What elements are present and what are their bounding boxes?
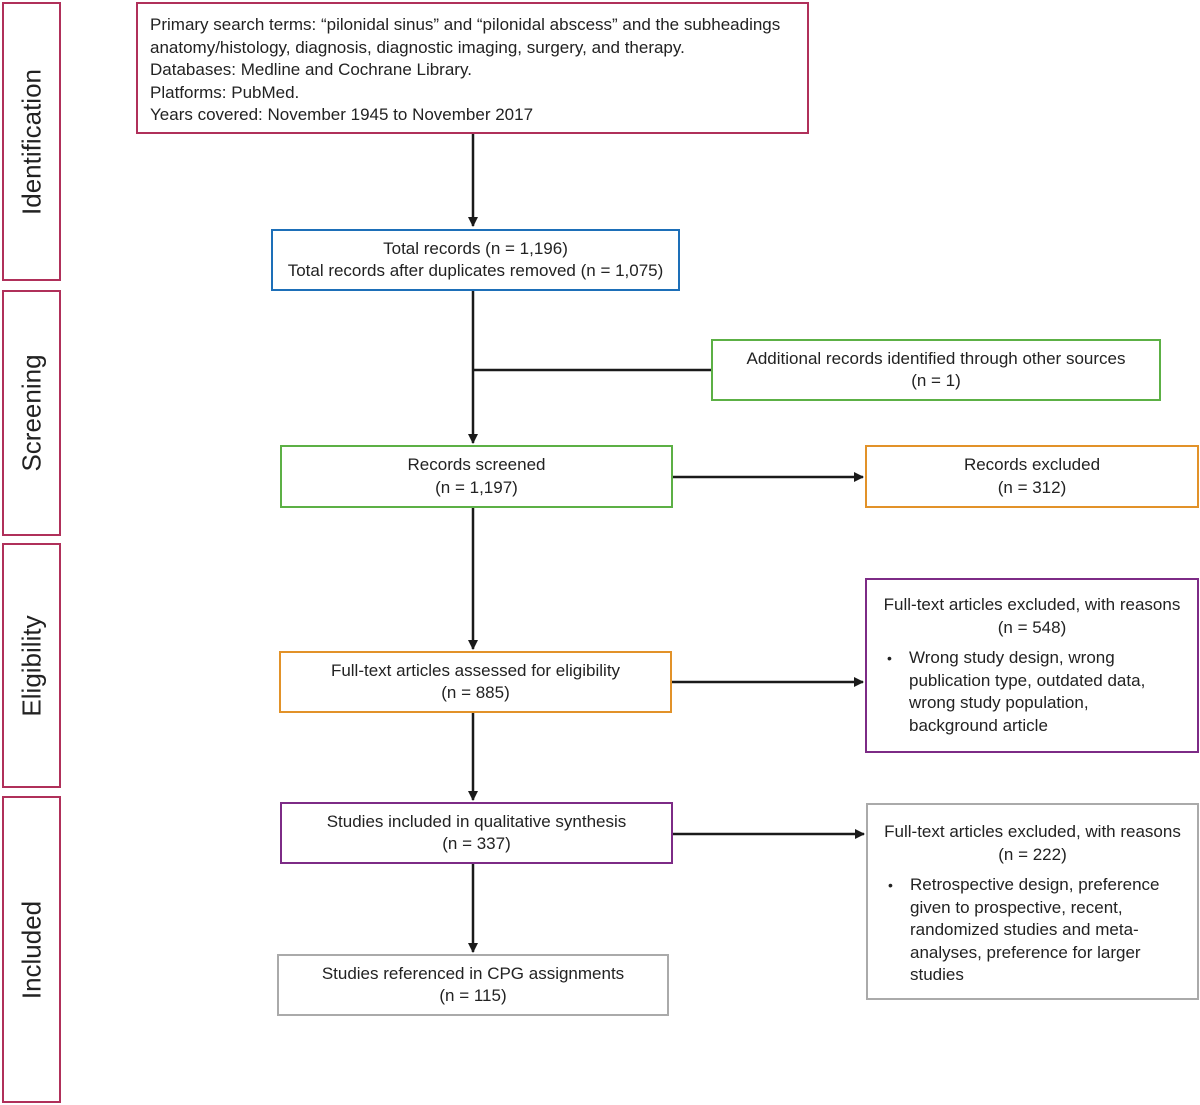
reason-line: randomized studies and meta- [910, 920, 1139, 939]
fulltext-excluded-222-reasons: • Retrospective design, preference given… [878, 874, 1187, 987]
reason-line: given to prospective, recent, [910, 897, 1123, 917]
fulltext-excluded-548-count: (n = 548) [997, 617, 1067, 637]
search-databases-line: Databases: Medline and Cochrane Library. [150, 60, 472, 79]
additional-records-count: (n = 1) [911, 371, 961, 390]
records-screened-count: (n = 1,197) [435, 477, 518, 497]
records-excluded-count: (n = 312) [997, 477, 1067, 497]
records-screened-title: Records screened [407, 455, 546, 474]
fulltext-excluded-222-box: Full-text articles excluded, with reason… [866, 803, 1199, 1000]
reason-line: wrong study population, [909, 693, 1089, 712]
search-years-line: Years covered: November 1945 to November… [150, 105, 534, 124]
fulltext-excluded-548-title: Full-text articles excluded, with reason… [883, 595, 1181, 614]
stage-screening: Screening [2, 290, 61, 536]
cpg-referenced-box: Studies referenced in CPG assignments (n… [277, 954, 669, 1016]
qualitative-synthesis-box: Studies included in qualitative synthesi… [280, 802, 673, 864]
records-excluded-box: Records excluded (n = 312) [865, 445, 1199, 508]
records-screened-box: Records screened (n = 1,197) [280, 445, 673, 508]
bullet-icon: • [888, 877, 893, 893]
reason-line: Wrong study design, wrong [909, 648, 1115, 667]
search-subheadings-line: anatomy/histology, diagnosis, diagnostic… [150, 37, 685, 57]
fulltext-assessed-box: Full-text articles assessed for eligibil… [279, 651, 672, 713]
qualitative-synthesis-title: Studies included in qualitative synthesi… [326, 811, 627, 831]
reason-line: studies [910, 965, 964, 984]
bullet-icon: • [887, 650, 892, 666]
fulltext-excluded-222-title: Full-text articles excluded, with reason… [884, 822, 1181, 841]
cpg-referenced-count: (n = 115) [439, 986, 507, 1005]
fulltext-assessed-title: Full-text articles assessed for eligibil… [330, 660, 621, 680]
additional-records-title: Additional records identified through ot… [746, 348, 1126, 368]
search-platforms-line: Platforms: PubMed. [150, 82, 300, 102]
additional-records-box: Additional records identified through ot… [711, 339, 1161, 401]
stage-included: Included [2, 796, 61, 1103]
cpg-referenced-title: Studies referenced in CPG assignments [321, 963, 625, 983]
fulltext-assessed-count: (n = 885) [441, 683, 510, 702]
reason-line: background article [909, 715, 1048, 735]
stage-eligibility: Eligibility [2, 543, 61, 788]
reason-line: analyses, preference for larger [910, 942, 1141, 962]
fulltext-excluded-548-box: Full-text articles excluded, with reason… [865, 578, 1199, 753]
total-after-duplicates-line: Total records after duplicates removed (… [287, 261, 664, 280]
stage-identification: Identification [2, 2, 61, 281]
search-terms-line: Primary search terms: “pilonidal sinus” … [150, 15, 781, 34]
total-records-box: Total records (n = 1,196) Total records … [271, 229, 680, 291]
fulltext-excluded-222-count: (n = 222) [998, 844, 1067, 864]
records-excluded-title: Records excluded [963, 455, 1101, 474]
qualitative-synthesis-count: (n = 337) [442, 834, 511, 853]
reason-line: Retrospective design, preference [910, 875, 1160, 894]
reason-line: publication type, outdated data, [909, 670, 1146, 690]
search-strategy-box: Primary search terms: “pilonidal sinus” … [136, 2, 809, 134]
total-records-line: Total records (n = 1,196) [383, 238, 568, 258]
fulltext-excluded-548-reasons: • Wrong study design, wrong publication … [877, 647, 1187, 737]
